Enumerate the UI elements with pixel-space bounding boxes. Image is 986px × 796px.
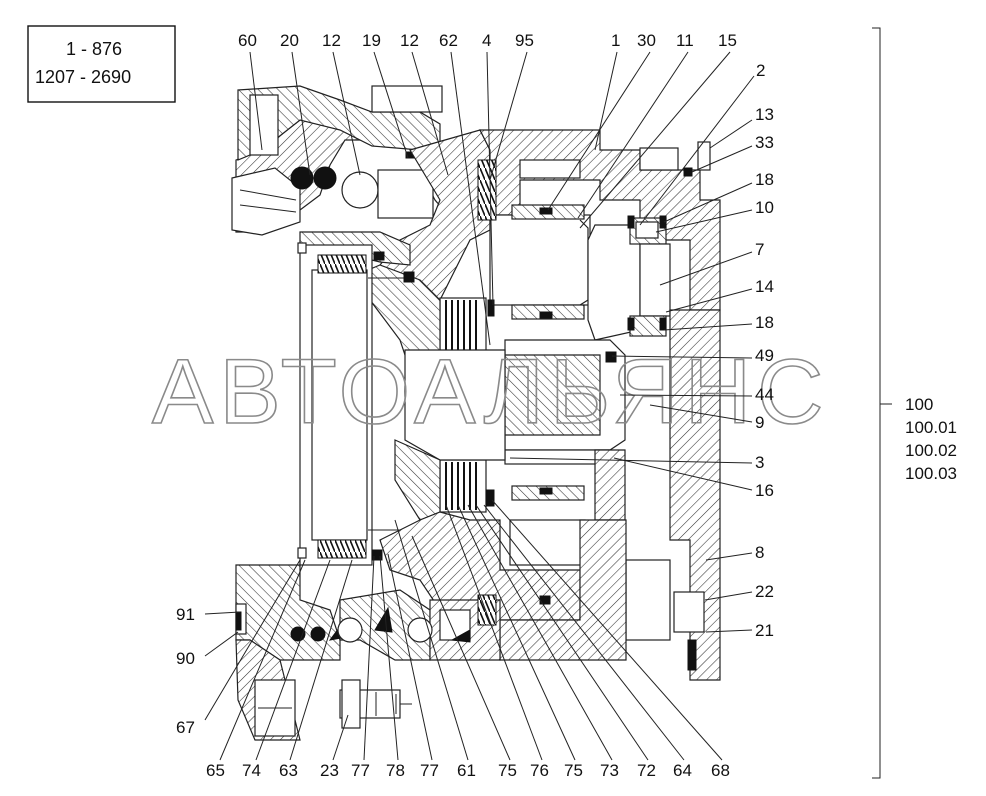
callout-1: 1 bbox=[611, 31, 620, 50]
callout-9: 9 bbox=[755, 413, 764, 432]
callout-49: 49 bbox=[755, 346, 774, 365]
callout-78: 78 bbox=[386, 761, 405, 780]
callout-21: 21 bbox=[755, 621, 774, 640]
callout-12-a: 12 bbox=[322, 31, 341, 50]
callout-13: 13 bbox=[755, 105, 774, 124]
clutch-pack-lower bbox=[439, 459, 495, 513]
callouts-right: 2 13 33 18 10 7 14 18 49 44 9 3 16 8 22 … bbox=[755, 61, 774, 640]
callout-18-a: 18 bbox=[755, 170, 774, 189]
group-label-100-03: 100.03 bbox=[905, 464, 957, 483]
callout-72: 72 bbox=[637, 761, 656, 780]
callout-23: 23 bbox=[320, 761, 339, 780]
callouts-left: 91 90 67 bbox=[176, 605, 195, 737]
group-label-100: 100 bbox=[905, 395, 933, 414]
callout-77-a: 77 bbox=[351, 761, 370, 780]
callout-11: 11 bbox=[676, 31, 694, 50]
leader-lines bbox=[204, 51, 755, 761]
callout-8: 8 bbox=[755, 543, 764, 562]
clutch-pack-upper bbox=[439, 297, 495, 355]
callout-14: 14 bbox=[755, 277, 774, 296]
callout-44: 44 bbox=[755, 385, 774, 404]
callout-30: 30 bbox=[637, 31, 656, 50]
callout-60: 60 bbox=[238, 31, 257, 50]
callouts-bottom: 65 74 63 23 77 78 77 61 75 76 75 73 72 6… bbox=[206, 761, 730, 780]
callout-68: 68 bbox=[711, 761, 730, 780]
watermark-text: АВТОАЛЬЯНС bbox=[152, 341, 830, 443]
callout-65: 65 bbox=[206, 761, 225, 780]
callout-91: 91 bbox=[176, 605, 195, 624]
callout-12-b: 12 bbox=[400, 31, 419, 50]
callout-76: 76 bbox=[530, 761, 549, 780]
callout-75-a: 75 bbox=[498, 761, 517, 780]
range-line-1: 1 - 876 bbox=[66, 39, 122, 59]
callout-15: 15 bbox=[718, 31, 737, 50]
callout-22: 22 bbox=[755, 582, 774, 601]
callout-20: 20 bbox=[280, 31, 299, 50]
callout-7: 7 bbox=[755, 240, 764, 259]
callout-2: 2 bbox=[756, 61, 765, 80]
group-label-100-02: 100.02 bbox=[905, 441, 957, 460]
callout-75-b: 75 bbox=[564, 761, 583, 780]
callout-73: 73 bbox=[600, 761, 619, 780]
callout-77-b: 77 bbox=[420, 761, 439, 780]
callout-74: 74 bbox=[242, 761, 261, 780]
callout-4: 4 bbox=[482, 31, 491, 50]
callouts-top: 60 20 12 19 12 62 4 95 1 30 11 15 bbox=[238, 31, 737, 50]
callout-18-b: 18 bbox=[755, 313, 774, 332]
callout-63: 63 bbox=[279, 761, 298, 780]
group-label-100-01: 100.01 bbox=[905, 418, 957, 437]
group-bracket: 100 100.01 100.02 100.03 bbox=[872, 27, 957, 779]
range-box: 1 - 876 1207 - 2690 bbox=[27, 25, 176, 103]
callout-61: 61 bbox=[457, 761, 476, 780]
callout-95: 95 bbox=[515, 31, 534, 50]
range-line-2: 1207 - 2690 bbox=[35, 67, 131, 87]
callout-16: 16 bbox=[755, 481, 774, 500]
callout-67: 67 bbox=[176, 718, 195, 737]
callout-10: 10 bbox=[755, 198, 774, 217]
callout-19: 19 bbox=[362, 31, 381, 50]
callout-62: 62 bbox=[439, 31, 458, 50]
callout-33: 33 bbox=[755, 133, 774, 152]
assembly-drawing bbox=[231, 85, 721, 741]
callout-64: 64 bbox=[673, 761, 692, 780]
callout-90: 90 bbox=[176, 649, 195, 668]
callout-3: 3 bbox=[755, 453, 764, 472]
